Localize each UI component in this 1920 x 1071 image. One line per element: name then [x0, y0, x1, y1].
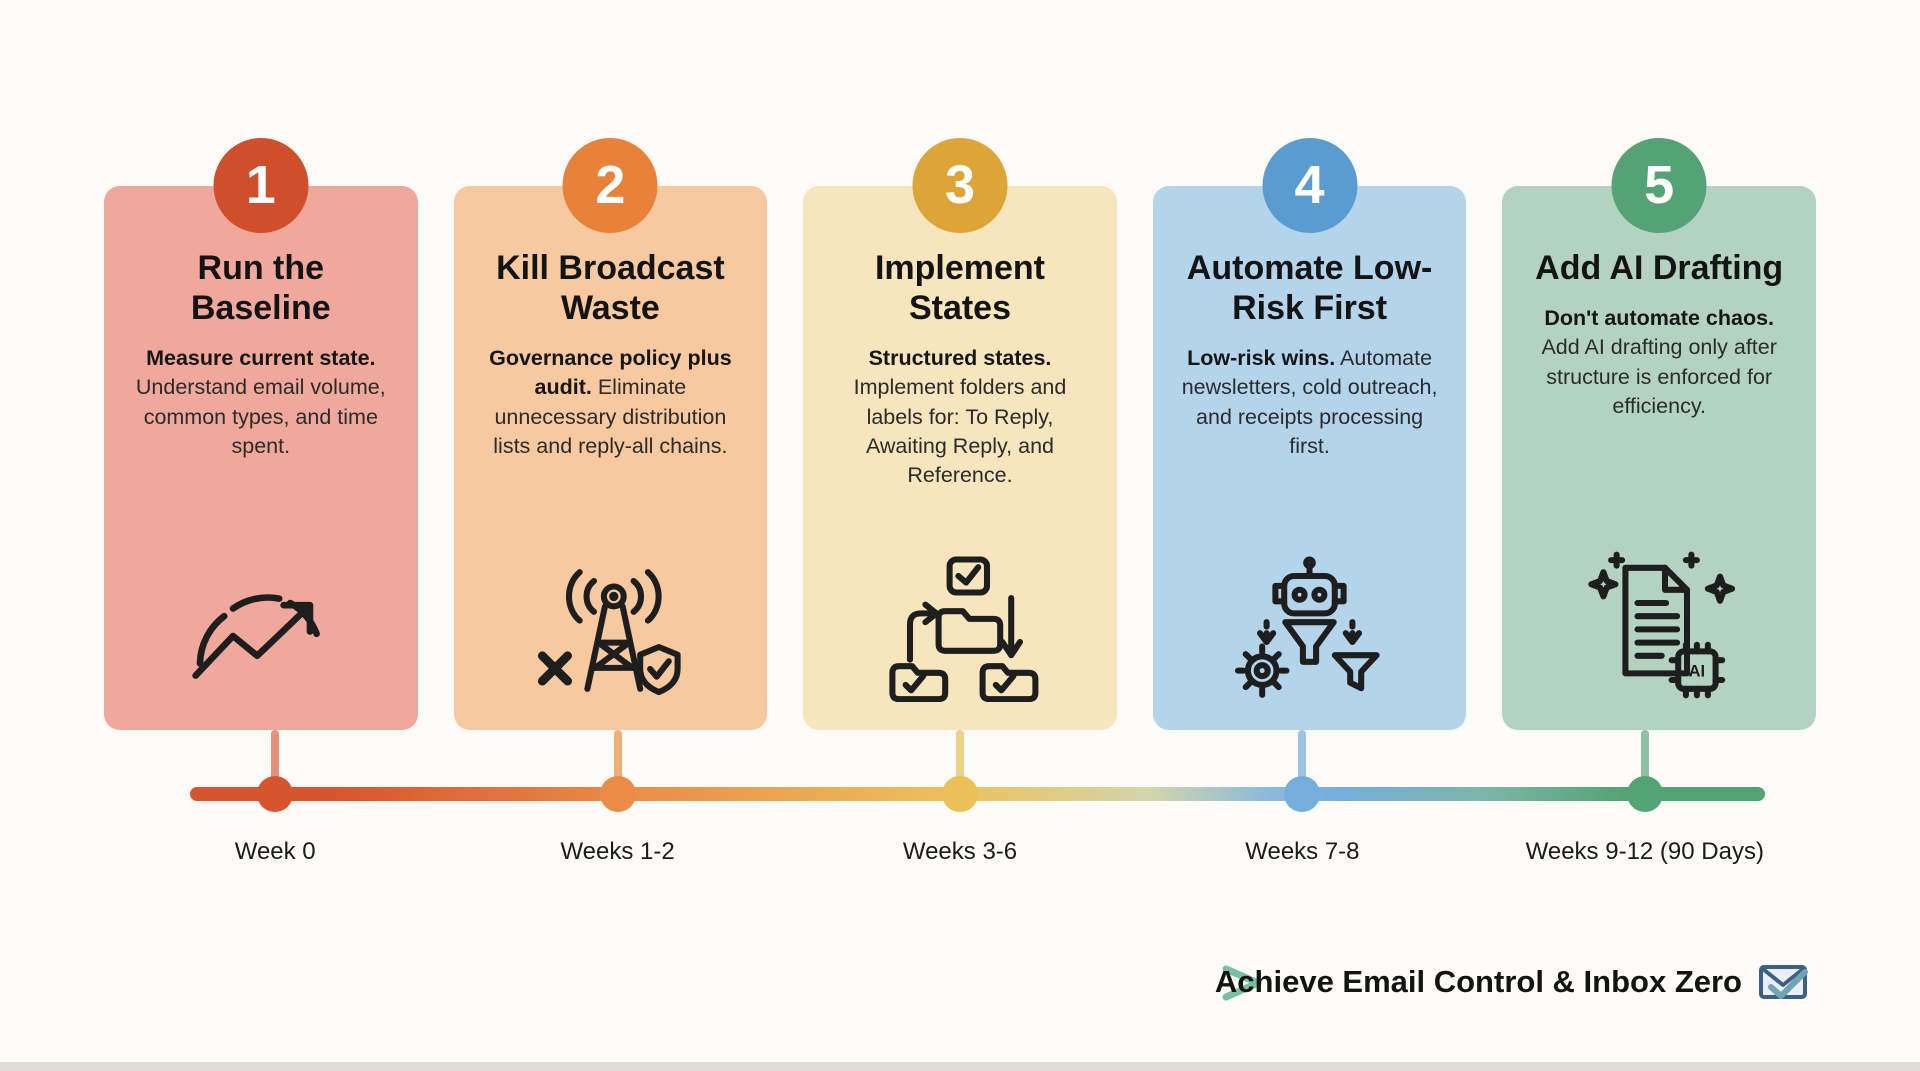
timeline-week-label: Week 0: [234, 838, 316, 865]
steps-row: 1 Run the Baseline Measure current state…: [104, 138, 1816, 730]
step-card-2: 2 Kill Broadcast Waste Governance policy…: [453, 138, 768, 730]
timeline-week-label: Weeks 7-8: [1245, 838, 1360, 865]
step-description: Measure current state. Understand email …: [130, 344, 392, 461]
step-lead: Low-risk wins.: [1187, 346, 1336, 371]
step-description: Governance policy plus audit. Eliminate …: [480, 344, 742, 461]
timeline-week-label: Weeks 1-2: [560, 838, 675, 865]
step-detail: Automate newsletters, cold outreach, and…: [1181, 346, 1438, 458]
step-detail: Add AI drafting only after structure is …: [1541, 335, 1777, 418]
timeline-dot: [1284, 776, 1321, 812]
footer: Achieve Email Control & Inbox Zero: [104, 950, 1816, 1020]
step-number-badge: 1: [213, 138, 309, 233]
step-number-badge: 2: [562, 138, 658, 233]
broadcast-tower-icon: [528, 559, 693, 702]
step-number-badge: 3: [912, 138, 1008, 233]
robot-automation-icon: [1227, 554, 1392, 703]
timeline-dot: [599, 776, 636, 812]
timeline-dot: [942, 776, 978, 812]
footer-goal-text: Achieve Email Control & Inbox Zero: [1214, 964, 1742, 999]
timeline-week-label: Weeks 3-6: [902, 838, 1018, 865]
step-title: Automate Low-Risk First: [1186, 249, 1433, 328]
step-detail: Implement folders and labels for: To Rep…: [853, 375, 1067, 488]
timeline-connector: [271, 730, 280, 790]
step-card-1: 1 Run the Baseline Measure current state…: [104, 138, 418, 730]
timeline-connector: [1640, 730, 1649, 790]
step-number-badge: 4: [1262, 138, 1358, 233]
step-detail: Eliminate unnecessary distribution lists…: [493, 375, 728, 458]
step-card-3: 3 Implement States Structured states. Im…: [803, 138, 1117, 730]
step-detail: Understand email volume, common types, a…: [135, 375, 386, 458]
gauge-trend-icon: [178, 559, 343, 702]
step-lead: Structured states.: [868, 346, 1052, 371]
inbox-check-icon: [1759, 965, 1808, 999]
step-title: Add AI Drafting: [1535, 249, 1784, 287]
step-number-badge: 5: [1611, 138, 1707, 233]
timeline-connector: [956, 730, 964, 790]
progress-arrow: [108, 965, 1262, 1001]
step-lead: Governance policy plus audit.: [489, 346, 732, 400]
timeline-dot: [257, 776, 294, 812]
step-description: Low-risk wins. Automate newsletters, col…: [1179, 344, 1441, 461]
bottom-edge-strip: [0, 1062, 1920, 1071]
svg-text:AI: AI: [1688, 663, 1705, 681]
step-title: Run the Baseline: [190, 249, 331, 328]
step-card-4: 4 Automate Low-Risk First Low-risk wins.…: [1152, 138, 1467, 730]
timeline-connector: [1298, 730, 1307, 790]
step-card-5: 5 Add AI Drafting Don't automate chaos. …: [1502, 138, 1816, 730]
step-title: Kill Broadcast Waste: [496, 249, 725, 328]
step-description: Structured states. Implement folders and…: [829, 344, 1091, 490]
step-lead: Don't automate chaos.: [1544, 306, 1775, 331]
timeline-dot: [1626, 776, 1663, 812]
timeline-week-label: Weeks 9-12 (90 Days): [1525, 838, 1764, 865]
step-title: Implement States: [874, 249, 1045, 328]
timeline: Week 0 Weeks 1-2 Weeks 3-6 Weeks 7-8 Wee…: [104, 730, 1816, 880]
ai-document-icon: AI: [1577, 548, 1742, 702]
step-description: Don't automate chaos. Add AI drafting on…: [1528, 304, 1790, 421]
step-lead: Measure current state.: [146, 346, 376, 371]
timeline-connector: [613, 730, 622, 790]
folders-flow-icon: [877, 554, 1042, 703]
